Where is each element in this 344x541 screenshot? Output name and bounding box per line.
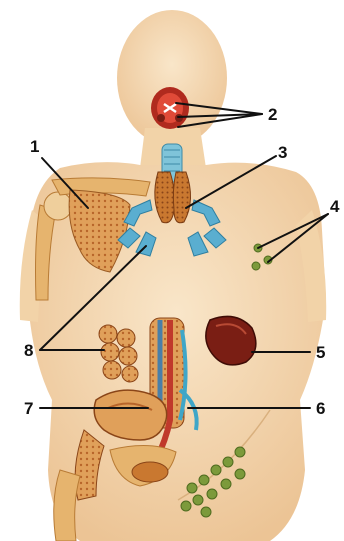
label-2: 2 — [268, 105, 277, 124]
label-3: 3 — [278, 143, 287, 162]
label-1: 1 — [30, 137, 39, 156]
label-8: 8 — [24, 341, 33, 360]
tonsils — [151, 87, 189, 129]
label-5: 5 — [316, 343, 325, 362]
label-6: 6 — [316, 399, 325, 418]
label-4: 4 — [330, 197, 340, 216]
label-7: 7 — [24, 399, 33, 418]
